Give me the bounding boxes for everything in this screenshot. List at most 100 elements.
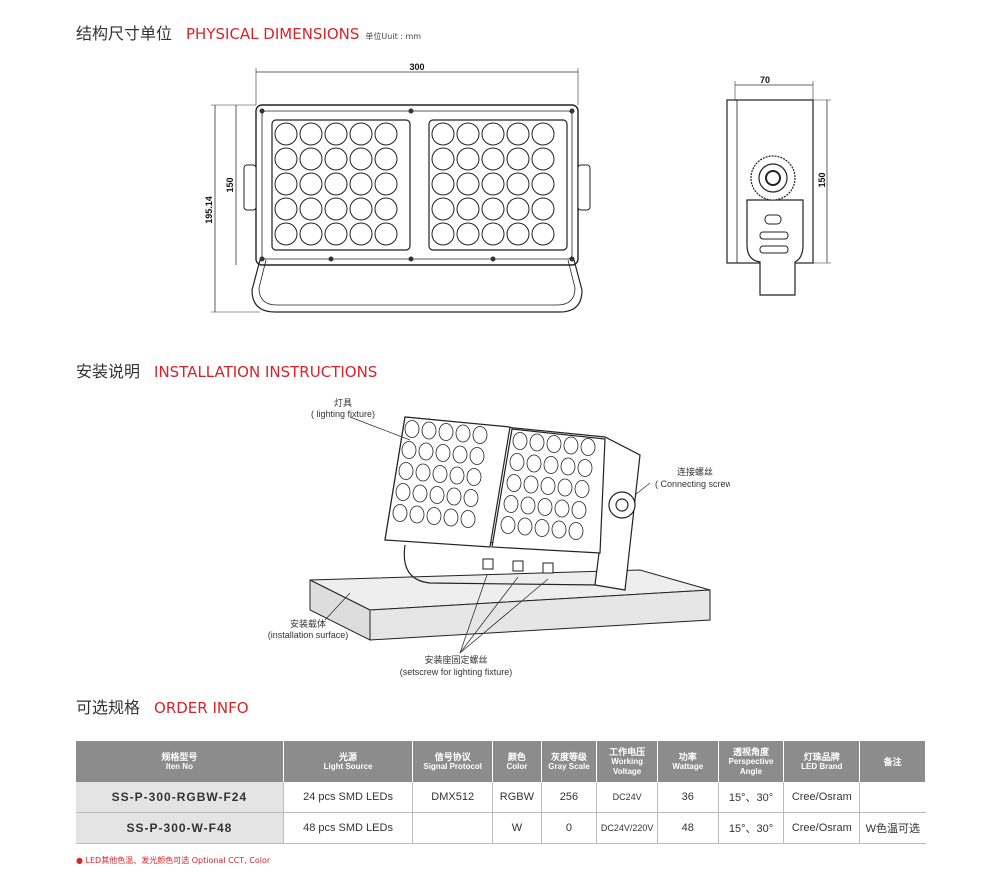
led-lens bbox=[456, 147, 480, 171]
led-lens bbox=[466, 468, 482, 486]
led-lens bbox=[531, 197, 555, 221]
led-lens bbox=[443, 508, 459, 527]
led-lens bbox=[299, 147, 323, 171]
led-lens bbox=[543, 456, 559, 474]
led-lens bbox=[506, 122, 530, 146]
led-lens bbox=[571, 501, 587, 519]
led-lens bbox=[531, 122, 555, 146]
led-lens bbox=[449, 466, 465, 485]
led-lens bbox=[324, 172, 348, 196]
cell-angle: 15°、30° bbox=[718, 782, 785, 813]
led-lens bbox=[481, 222, 505, 246]
cell-brand: Cree/Osram bbox=[783, 782, 861, 813]
led-lens bbox=[429, 486, 445, 504]
led-lens bbox=[274, 172, 298, 196]
led-lens bbox=[506, 197, 530, 221]
led-lens bbox=[560, 457, 576, 476]
label-screw-cn: 连接螺丝 bbox=[677, 466, 713, 477]
led-lens bbox=[456, 222, 480, 246]
led-lens bbox=[418, 442, 434, 461]
led-lens bbox=[509, 453, 525, 471]
footnote: ● LED其他色温、发光颜色可选 Optional CCT, Color bbox=[76, 856, 271, 865]
led-lens bbox=[324, 147, 348, 171]
label-setscrew-cn: 安装座固定螺丝 bbox=[424, 654, 487, 665]
led-lens bbox=[512, 432, 528, 450]
led-lens bbox=[463, 489, 479, 507]
led-lens bbox=[349, 147, 373, 171]
led-lens bbox=[546, 435, 562, 453]
led-lens bbox=[324, 122, 348, 146]
led-lens bbox=[299, 197, 323, 221]
led-lens bbox=[374, 122, 398, 146]
led-lens bbox=[431, 122, 455, 146]
cell-angle: 15°、30° bbox=[718, 812, 785, 844]
cell-brand: Cree/Osram bbox=[783, 812, 861, 844]
led-lens bbox=[398, 462, 414, 480]
led-lens bbox=[517, 517, 533, 536]
label-fixture-cn: 灯具 bbox=[334, 398, 352, 408]
led-lens bbox=[472, 426, 488, 444]
cell-signal bbox=[412, 812, 494, 844]
led-lens bbox=[531, 172, 555, 196]
cell-model: SS-P-300-W-F48 bbox=[76, 812, 284, 844]
led-lens bbox=[409, 505, 425, 524]
side-view-drawing: 70 150 bbox=[726, 75, 831, 296]
cell-color: RGBW bbox=[492, 782, 542, 813]
led-lens bbox=[506, 147, 530, 171]
cell-voltage: DC24V/220V bbox=[596, 812, 658, 844]
led-lens bbox=[531, 147, 555, 171]
led-lens bbox=[455, 424, 471, 443]
led-lens bbox=[374, 172, 398, 196]
led-lens bbox=[431, 197, 455, 221]
cell-voltage: DC24V bbox=[596, 782, 658, 813]
led-lens bbox=[374, 147, 398, 171]
led-lens bbox=[401, 441, 417, 459]
led-lens bbox=[431, 222, 455, 246]
label-setscrew-en: (setscrew for lighting fixture) bbox=[400, 667, 513, 677]
led-lens bbox=[503, 495, 519, 513]
header-remark: 备注 bbox=[859, 741, 926, 782]
led-lens bbox=[404, 420, 420, 438]
led-lens bbox=[481, 197, 505, 221]
led-lens bbox=[421, 421, 437, 440]
led-lens bbox=[274, 122, 298, 146]
cell-signal: DMX512 bbox=[412, 782, 494, 813]
label-surface-cn: 安装载体 bbox=[290, 618, 326, 629]
dim-height-inner: 150 bbox=[225, 177, 235, 192]
led-lens bbox=[415, 463, 431, 482]
table-row: SS-P-300-RGBW-F24 24 pcs SMD LEDs DMX512… bbox=[76, 782, 926, 813]
led-lens bbox=[392, 504, 408, 522]
cell-color: W bbox=[492, 812, 542, 844]
led-lens bbox=[412, 484, 428, 503]
led-lens bbox=[529, 433, 545, 452]
led-lens bbox=[537, 498, 553, 516]
led-lens bbox=[460, 510, 476, 528]
cell-light-source: 24 pcs SMD LEDs bbox=[283, 782, 414, 813]
led-lens bbox=[531, 222, 555, 246]
led-lens bbox=[526, 454, 542, 473]
led-lens bbox=[580, 438, 596, 456]
led-lens bbox=[274, 222, 298, 246]
led-lens bbox=[481, 147, 505, 171]
led-lens bbox=[534, 519, 550, 537]
led-lens bbox=[469, 447, 485, 465]
led-lens bbox=[574, 480, 590, 498]
dim-height-total: 195.14 bbox=[204, 196, 214, 224]
led-lens bbox=[506, 172, 530, 196]
led-lens bbox=[432, 465, 448, 483]
led-lens bbox=[349, 122, 373, 146]
cell-wattage: 48 bbox=[657, 812, 719, 844]
dim-depth: 70 bbox=[760, 75, 770, 85]
